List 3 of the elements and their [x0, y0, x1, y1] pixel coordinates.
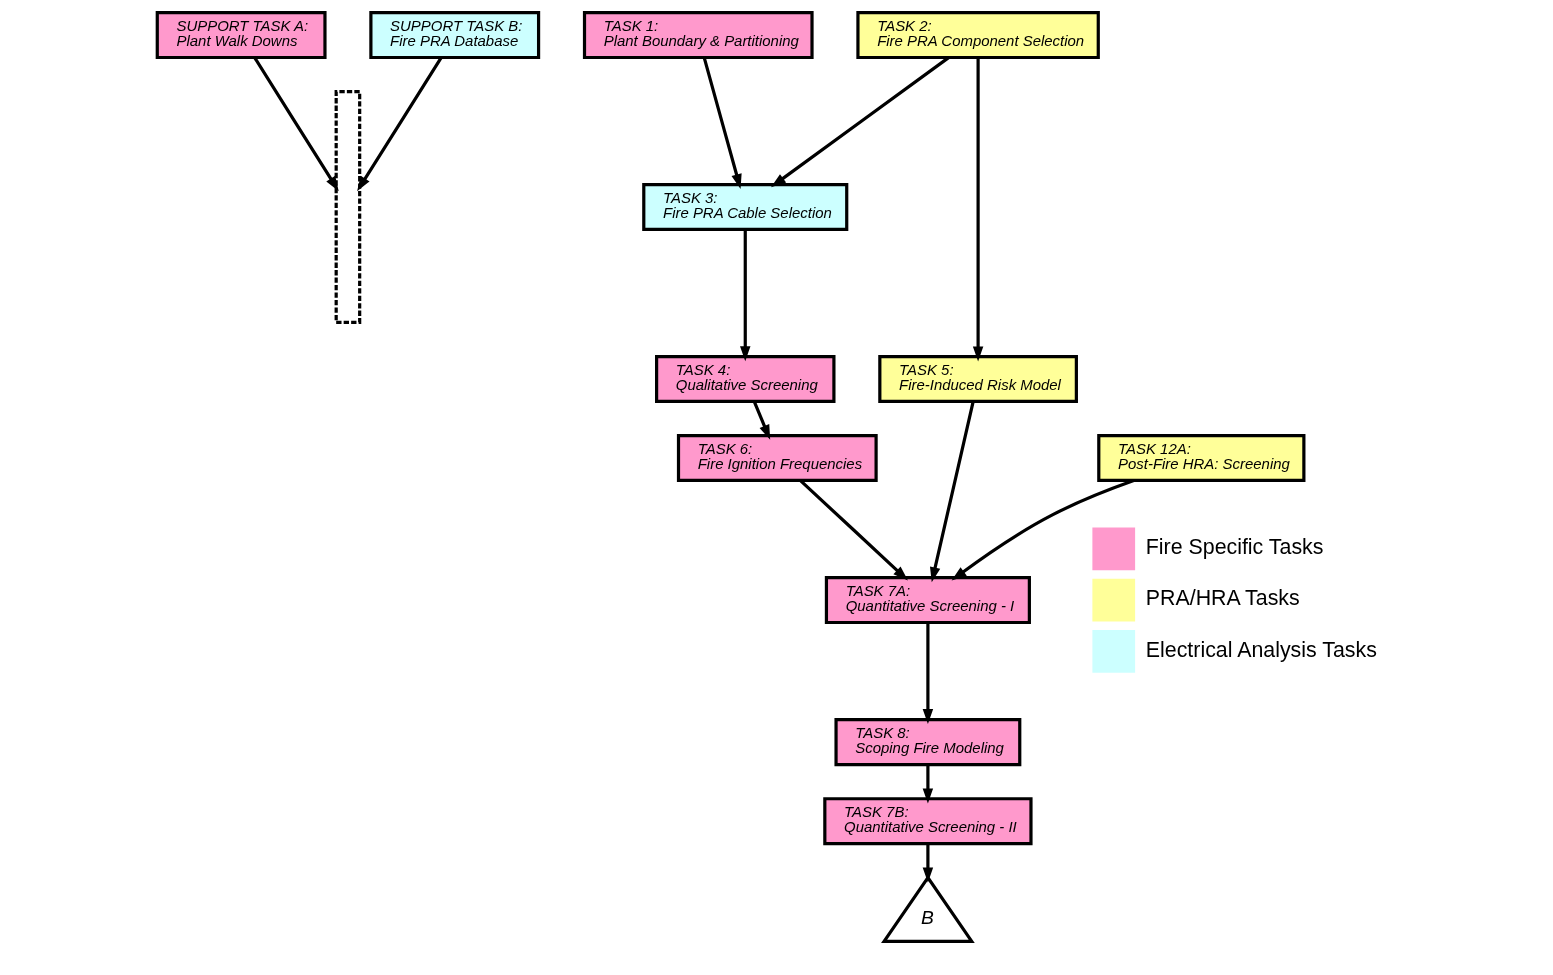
- legend-label: PRA/HRA Tasks: [1145, 586, 1300, 611]
- legend-label: Fire Specific Tasks: [1145, 535, 1324, 560]
- legend-label: Electrical Analysis Tasks: [1145, 637, 1377, 662]
